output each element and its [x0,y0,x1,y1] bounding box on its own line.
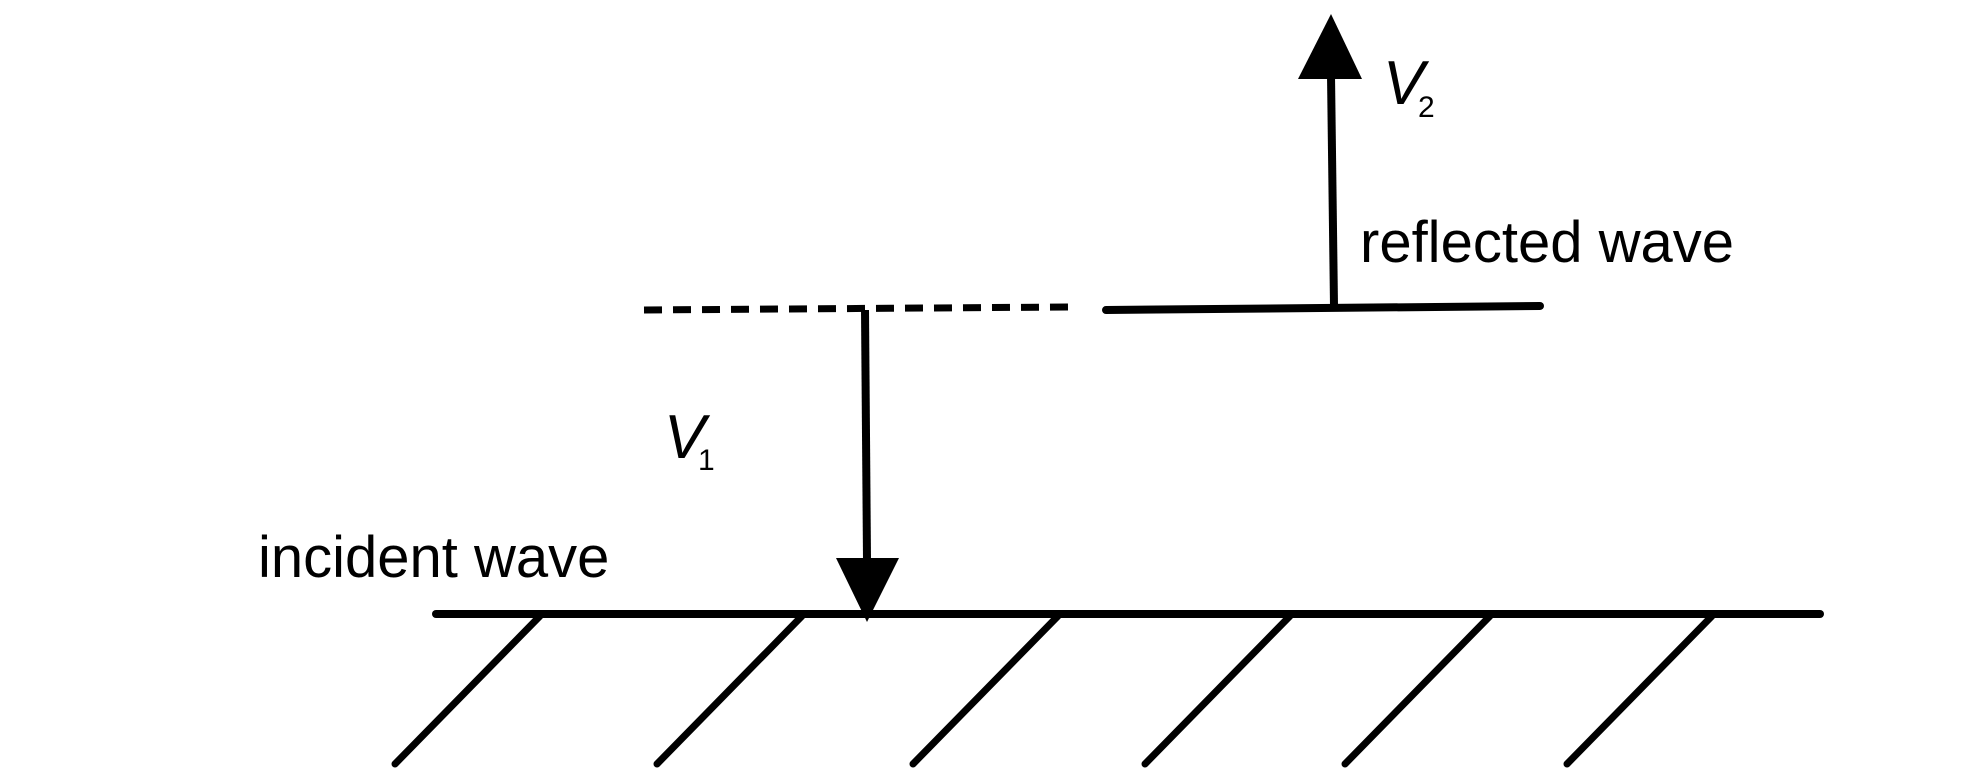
reflected-wavefront [1102,302,1544,314]
reflected-wave-label: reflected wave [1360,210,1734,275]
incident-velocity-arrow [836,309,899,622]
v1-symbol: V [664,403,711,472]
v1-subscript: 1 [698,444,715,477]
incident-wavefront-dashed [643,303,1069,314]
v1-label: V 1 [664,403,715,477]
incident-wave-label: incident wave [258,525,609,590]
v2-label: V 2 [1383,49,1435,124]
wall-hatching [391,612,1716,768]
v2-subscript: 2 [1418,91,1435,124]
reflected-velocity-arrow [1298,14,1362,307]
v2-symbol: V [1383,49,1430,118]
wall-surface [391,610,1824,768]
